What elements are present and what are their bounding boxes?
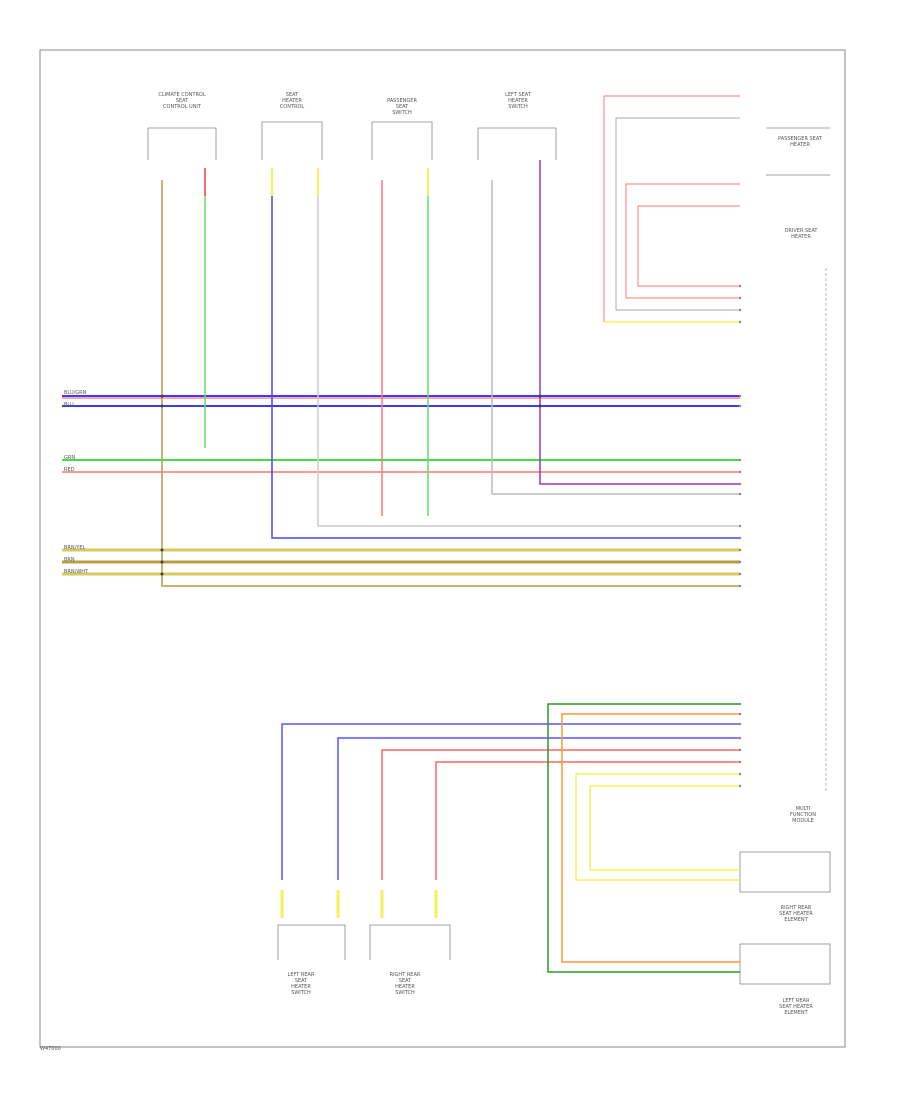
top-vertical-wires — [161, 160, 740, 587]
wire-lb1 — [281, 723, 740, 880]
diagram-frame — [39, 49, 846, 1048]
wire-r1 — [603, 95, 740, 323]
wire-yel1 — [575, 773, 740, 881]
wire-brn-1 — [161, 180, 740, 587]
left-label-1: BLU/GRN — [64, 390, 87, 396]
wire-lb2 — [337, 737, 740, 880]
top-component-1: CLIMATE CONTROL SEAT CONTROL UNIT — [158, 92, 206, 110]
wire-r3 — [625, 183, 740, 299]
top-component-3: PASSENGER SEAT SWITCH — [387, 98, 417, 116]
right-component-2: DRIVER SEAT HEATER — [784, 228, 818, 240]
wire-lb4 — [435, 761, 740, 880]
top-component-4: LEFT SEAT HEATER SWITCH — [505, 92, 531, 110]
bracket-1 — [147, 127, 217, 160]
bottom-switch-box-2 — [369, 924, 451, 960]
horizontal-bus-wires — [62, 395, 740, 576]
left-label-3: GRN — [64, 455, 76, 461]
left-label-2: BLU — [64, 402, 74, 408]
bottom-component-1: LEFT REAR SEAT HEATER SWITCH — [287, 972, 315, 996]
wire-purple — [539, 160, 740, 485]
bracket-3 — [371, 121, 433, 160]
module-terminals — [738, 284, 742, 788]
right-component-1: PASSENGER SEAT HEATER — [778, 136, 822, 148]
wire-dkgrn — [547, 703, 740, 973]
right-component-3: MULTI FUNCTION MODULE — [790, 806, 816, 824]
top-component-2: SEAT HEATER CONTROL — [279, 92, 305, 110]
wire-blu-1 — [271, 180, 740, 539]
wire-gry-2 — [491, 180, 740, 495]
wire-orange — [561, 713, 740, 963]
left-label-7: BRN/WHT — [64, 569, 89, 575]
bottom-component-2: RIGHT REAR SEAT HEATER SWITCH — [389, 972, 421, 996]
wire-r2 — [615, 117, 740, 311]
bottom-connector-stubs — [280, 890, 438, 918]
lower-wires — [281, 703, 740, 973]
top-component-brackets — [147, 121, 557, 160]
wire-lb3 — [381, 749, 740, 880]
right-component-4: RIGHT REAR SEAT HEATER ELEMENT — [779, 905, 813, 923]
right-rear-element-box — [739, 851, 831, 893]
wire-gry-1 — [317, 180, 740, 527]
left-label-4: RED — [64, 467, 75, 473]
bracket-4 — [477, 127, 557, 160]
upper-right-wires — [603, 95, 740, 323]
wire-r4 — [637, 205, 740, 287]
bracket-2 — [261, 121, 323, 160]
left-rear-element-box — [739, 943, 831, 985]
splice-dots — [160, 394, 542, 576]
wire-yel2 — [589, 785, 740, 871]
bottom-switch-box-1 — [277, 924, 346, 960]
diagram-id: W47000 — [40, 1046, 61, 1052]
top-connector-stubs — [204, 168, 429, 196]
right-connector-lines — [766, 127, 830, 176]
right-component-5: LEFT REAR SEAT HEATER ELEMENT — [779, 998, 813, 1016]
left-label-6: BRN — [64, 557, 75, 563]
left-label-5: BRN/YEL — [64, 545, 86, 551]
